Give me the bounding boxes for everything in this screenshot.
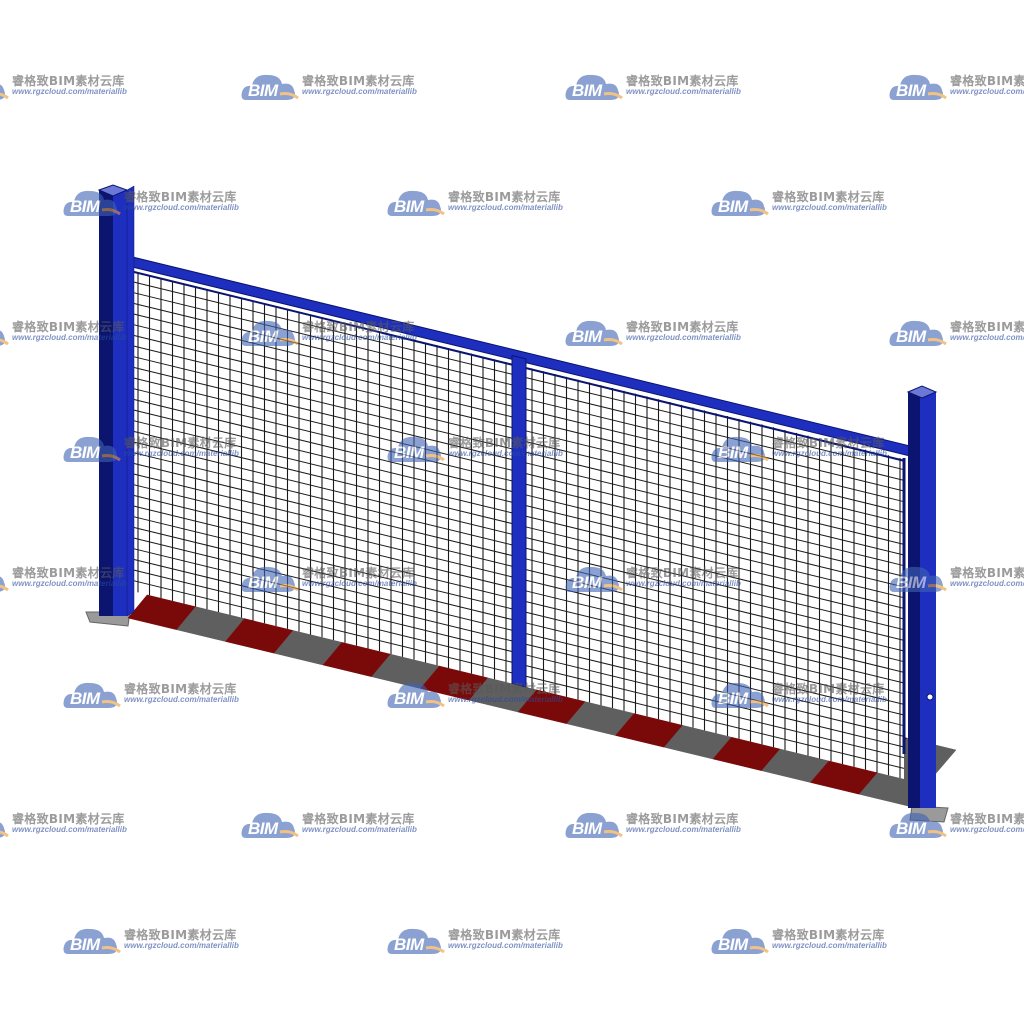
mesh-horizontal-wire xyxy=(131,387,513,482)
mesh-horizontal-wire xyxy=(131,334,513,429)
right-post-bolt xyxy=(926,693,934,701)
mesh-horizontal-wire xyxy=(525,590,905,684)
mesh-horizontal-wire xyxy=(525,611,905,705)
mesh-horizontal-wire xyxy=(131,313,513,407)
mesh-horizontal-wire xyxy=(131,323,513,418)
right-post xyxy=(908,392,922,808)
mesh-horizontal-wire xyxy=(525,430,905,524)
mesh-horizontal-wire xyxy=(131,398,513,493)
right-post-cap xyxy=(906,385,938,399)
mesh-horizontal-wire xyxy=(131,441,513,535)
mesh-horizontal-wire xyxy=(131,409,513,503)
mesh-horizontal-wire xyxy=(131,537,513,631)
right-post-face xyxy=(920,392,936,808)
mesh-horizontal-wire xyxy=(525,419,905,513)
mesh-horizontal-wire xyxy=(525,441,905,535)
mesh-horizontal-wire xyxy=(525,633,905,727)
mesh-horizontal-wire xyxy=(525,505,905,599)
mesh-horizontal-wire xyxy=(525,515,905,609)
mesh-horizontal-wire xyxy=(131,483,513,578)
mesh-horizontal-wire xyxy=(525,622,905,716)
mesh-horizontal-wire xyxy=(525,547,905,641)
mesh-horizontal-wire xyxy=(525,483,905,577)
mesh-horizontal-wire xyxy=(131,579,513,674)
mesh-horizontal-wire xyxy=(131,569,513,663)
mesh-horizontal-wire xyxy=(131,451,513,546)
mesh-horizontal-wire xyxy=(131,494,513,589)
mesh-horizontal-wire xyxy=(525,473,905,567)
mesh-horizontal-wire xyxy=(131,462,513,557)
mesh-horizontal-wire xyxy=(525,377,905,471)
mesh-horizontal-wire xyxy=(131,366,513,461)
mesh-horizontal-wire xyxy=(131,302,513,397)
mesh-horizontal-wire xyxy=(131,377,513,471)
mesh-horizontal-wire xyxy=(525,387,905,481)
mesh-horizontal-wire xyxy=(131,430,513,525)
mesh-horizontal-wire xyxy=(131,355,513,450)
fence-assembly xyxy=(85,184,957,823)
mesh-horizontal-wire xyxy=(131,345,513,439)
mesh-horizontal-wire xyxy=(525,601,905,695)
mesh-horizontal-wire xyxy=(131,281,513,375)
mesh-horizontal-wire xyxy=(131,505,513,599)
mesh-horizontal-wire xyxy=(525,462,905,556)
mesh-horizontal-wire xyxy=(525,579,905,673)
mesh-horizontal-wire xyxy=(131,473,513,567)
mesh-horizontal-wire xyxy=(525,494,905,588)
mesh-horizontal-wire xyxy=(131,547,513,642)
mesh-horizontal-wire xyxy=(525,451,905,545)
mesh-horizontal-wire xyxy=(131,291,513,386)
mesh-horizontal-wire xyxy=(525,537,905,631)
mesh-horizontal-wire xyxy=(525,526,905,620)
middle-post xyxy=(511,354,527,688)
base-plate-right xyxy=(909,805,949,823)
mesh-horizontal-wire xyxy=(131,526,513,621)
mesh-horizontal-wire xyxy=(131,515,513,610)
mesh-horizontal-wire xyxy=(525,675,905,769)
mesh-horizontal-wire xyxy=(131,558,513,653)
mesh-horizontal-wire xyxy=(131,419,513,514)
left-post-face xyxy=(113,190,127,616)
left-post-side xyxy=(126,185,135,617)
mesh-horizontal-wire xyxy=(525,665,905,759)
